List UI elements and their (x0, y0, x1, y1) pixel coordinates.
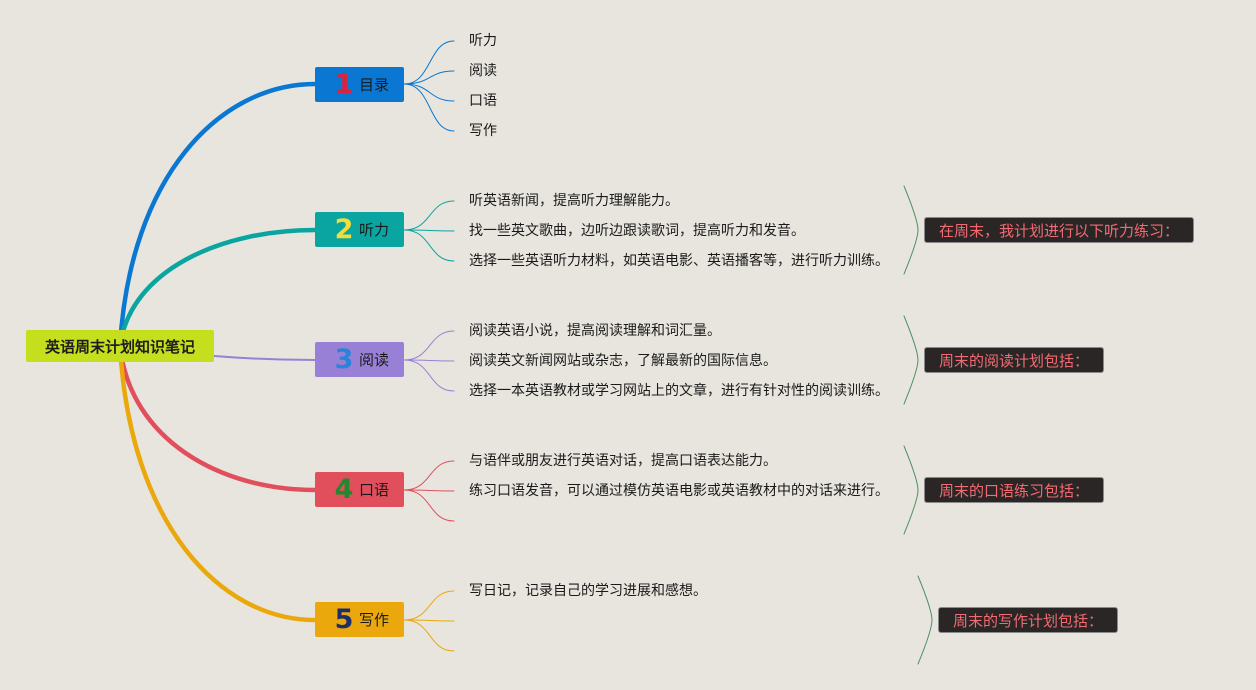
summary-note[interactable]: 周末的写作计划包括： (938, 607, 1119, 633)
leaf-item[interactable]: 选择一本英语教材或学习网站上的文章，进行有针对性的阅读训练。 (469, 383, 889, 399)
leaf-item[interactable]: 听力 (469, 33, 497, 49)
branch-number: 1 (334, 69, 354, 100)
leaf-connector (403, 200, 455, 231)
branch-number: 4 (334, 474, 354, 505)
summary-note[interactable]: 周末的口语练习包括： (924, 477, 1105, 503)
leaf-item[interactable]: 写日记，记录自己的学习进展和感想。 (469, 583, 707, 599)
branch-connector (117, 81, 318, 349)
branch-label: 口语 (359, 481, 390, 499)
leaf-item[interactable]: 与语伴或朋友进行英语对话，提高口语表达能力。 (469, 453, 777, 469)
summary-bracket (903, 185, 919, 275)
summary-bracket (903, 445, 919, 535)
leaf-item[interactable]: 选择一些英语听力材料，如英语电影、英语播客等，进行听力训练。 (469, 253, 889, 269)
branch-label: 阅读 (359, 351, 390, 369)
branch-topic-listening[interactable]: 2 听力 (315, 212, 404, 247)
leaf-connector (403, 489, 455, 522)
leaf-connector (403, 330, 455, 361)
leaf-connector (403, 229, 455, 262)
leaf-connector (403, 359, 455, 362)
branch-label: 听力 (359, 221, 390, 239)
leaf-connector (403, 619, 455, 652)
branch-topic-writing[interactable]: 5 写作 (315, 602, 404, 637)
branch-number: 2 (334, 214, 354, 245)
leaf-connector (403, 40, 455, 85)
branch-number: 5 (334, 604, 354, 635)
leaf-item[interactable]: 阅读英文新闻网站或杂志，了解最新的国际信息。 (469, 353, 777, 369)
summary-note[interactable]: 周末的阅读计划包括： (924, 347, 1105, 373)
summary-note[interactable]: 在周末，我计划进行以下听力练习： (924, 217, 1195, 243)
leaf-connector (403, 229, 455, 232)
branch-label: 写作 (359, 611, 390, 629)
leaf-item[interactable]: 口语 (469, 93, 497, 109)
branch-topic-speaking[interactable]: 4 口语 (315, 472, 404, 507)
leaf-connector (403, 359, 455, 392)
leaf-connector (403, 70, 455, 85)
root-topic[interactable]: 英语周末计划知识笔记 (26, 330, 214, 362)
branch-connector (117, 343, 318, 623)
leaf-connector (403, 460, 455, 491)
summary-bracket (917, 575, 933, 665)
leaf-connector (403, 590, 455, 621)
leaf-item[interactable]: 找一些英文歌曲，边听边跟读歌词，提高听力和发音。 (469, 223, 805, 239)
summary-bracket (903, 315, 919, 405)
branch-connector (117, 227, 318, 349)
branch-topic-reading[interactable]: 3 阅读 (315, 342, 404, 377)
branch-connector (117, 343, 318, 493)
leaf-connector (403, 489, 455, 492)
branch-number: 3 (334, 344, 354, 375)
branch-connector (213, 355, 316, 361)
leaf-item[interactable]: 练习口语发音，可以通过模仿英语电影或英语教材中的对话来进行。 (469, 483, 889, 499)
leaf-item[interactable]: 听英语新闻，提高听力理解能力。 (469, 193, 679, 209)
root-topic-label: 英语周末计划知识笔记 (44, 337, 195, 356)
branch-label: 目录 (359, 76, 390, 94)
leaf-item[interactable]: 写作 (469, 123, 497, 139)
leaf-item[interactable]: 阅读英语小说，提高阅读理解和词汇量。 (469, 323, 721, 339)
branch-topic-contents[interactable]: 1 目录 (315, 67, 404, 102)
leaf-connector (403, 83, 455, 102)
leaf-item[interactable]: 阅读 (469, 63, 497, 79)
leaf-connector (403, 619, 455, 622)
leaf-connector (403, 83, 455, 132)
